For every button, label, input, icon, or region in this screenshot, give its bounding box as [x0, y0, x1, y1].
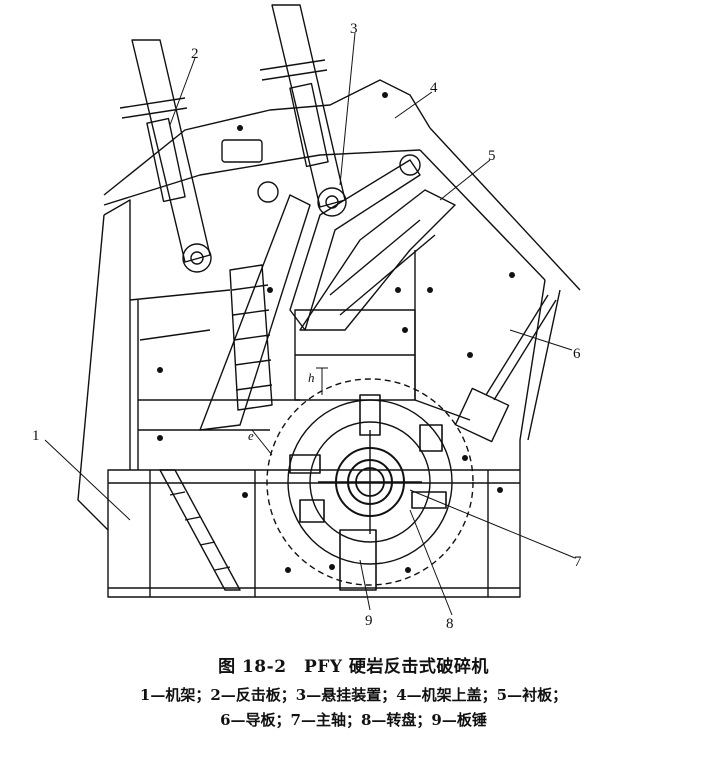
- callout-2: 2: [191, 46, 199, 62]
- legend-line-2: 6—导板；7—主轴；8—转盘；9—板锤: [220, 711, 487, 729]
- suspension-rod-left: [119, 39, 212, 273]
- suspension-rod-right: [259, 4, 347, 217]
- callout-4: 4: [430, 80, 438, 96]
- legend-line-1: 1—机架；2—反击板；3—悬挂装置；4—机架上盖；5—衬板；: [139, 686, 568, 704]
- crusher-cross-section-drawing: 1 2 3 4 5 6 7 8 9 h e: [32, 4, 582, 632]
- impact-plate-1: [199, 181, 311, 431]
- callout-7: 7: [574, 554, 582, 570]
- callout-labels: 1 2 3 4 5 6 7 8 9 h e: [32, 21, 582, 632]
- callout-9: 9: [365, 613, 373, 629]
- callout-8: 8: [446, 616, 454, 632]
- callout-leaders: [44, 32, 576, 616]
- dimension-e-label: e: [248, 428, 254, 443]
- feed-chute: [159, 469, 241, 591]
- fastener-marks: [157, 92, 515, 573]
- figure-caption: 图 18-2 PFY 硬岩反击式破碎机 1—机架；2—反击板；3—悬挂装置；4—…: [0, 652, 707, 733]
- interior-plates: [139, 250, 471, 421]
- dimension-markers: [251, 367, 328, 456]
- shaft: [355, 467, 385, 497]
- rotor: [266, 378, 474, 586]
- impact-plate-2: [289, 154, 456, 331]
- dimension-h-label: h: [308, 370, 315, 385]
- callout-6: 6: [573, 346, 581, 362]
- guide-plate: [454, 279, 561, 470]
- frame-top-cover: [103, 79, 581, 291]
- callout-5: 5: [488, 148, 496, 164]
- blow-bars: [289, 394, 447, 591]
- callout-3: 3: [350, 21, 358, 37]
- figure-title: 图 18-2 PFY 硬岩反击式破碎机: [218, 657, 489, 677]
- callout-1: 1: [32, 428, 40, 444]
